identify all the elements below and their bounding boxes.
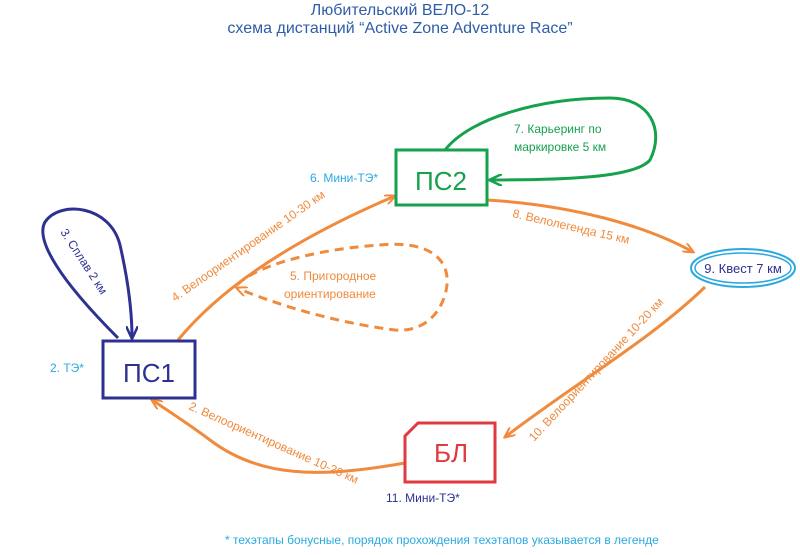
label-splav: 3. Сплав 2 км <box>57 226 110 297</box>
label-karer-2: маркировке 5 км <box>514 140 606 154</box>
node-ps1: ПС1 <box>101 339 197 400</box>
label-vo10: 10. Велоориентирование 10-20 км <box>526 295 666 444</box>
route-velo8 <box>486 198 693 252</box>
route-prig <box>237 242 449 332</box>
title-line-2: схема дистанций “Active Zone Adventure R… <box>227 20 573 37</box>
label-velo8: 8. Велолегенда 15 км <box>511 206 631 247</box>
route-vo4 <box>176 196 395 341</box>
title-line-1: Любительский ВЕЛО-12 <box>310 2 490 19</box>
node-quest: 9. Квест 7 км <box>690 248 796 288</box>
loop-karer <box>443 96 658 180</box>
node-ps2: ПС2 <box>394 148 489 207</box>
label-mini6: 6. Мини-ТЭ* <box>310 171 378 185</box>
loop-splav <box>41 207 132 338</box>
node-bl: БЛ <box>403 421 497 484</box>
label-prig-2: ориентирование <box>284 287 376 301</box>
node-quest-label: 9. Квест 7 км <box>704 261 782 276</box>
node-ps2-label: ПС2 <box>415 166 467 196</box>
label-mini11: 11. Мини-ТЭ* <box>386 491 460 505</box>
node-bl-label: БЛ <box>434 438 468 468</box>
footnote: * техэтапы бонусные, порядок прохождения… <box>225 533 659 547</box>
node-ps1-label: ПС1 <box>123 358 175 388</box>
route-vo2 <box>152 400 406 474</box>
label-prig-1: 5. Пригородное <box>290 269 377 283</box>
label-te2: 2. ТЭ* <box>50 361 84 375</box>
label-karer-1: 7. Карьеринг по <box>514 122 602 136</box>
route-vo10 <box>505 285 707 437</box>
